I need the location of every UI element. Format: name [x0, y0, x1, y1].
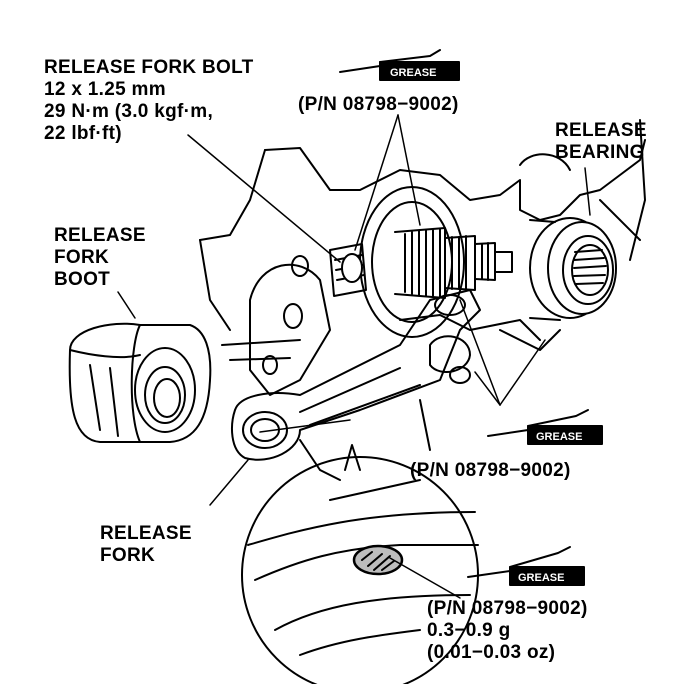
- fork-label-line: RELEASE: [100, 523, 192, 544]
- boot-label-line: RELEASE: [54, 225, 146, 246]
- bolt-label: RELEASE FORK BOLT 12 x 1.25 mm 29 N·m (3…: [44, 57, 254, 145]
- grease-tube-icon: GREASE: [487, 409, 603, 445]
- fork-label: RELEASE FORK: [100, 523, 192, 567]
- grease-bottom-quantity-ounces: (0.01−0.03 oz): [427, 642, 556, 663]
- bearing-label: RELEASE BEARING: [555, 120, 647, 164]
- release-fork-bolt: [329, 243, 367, 297]
- grease-mid-part-number: (P/N 08798−9002): [410, 460, 571, 481]
- bolt-label-line: 29 N·m (3.0 kgf·m,: [44, 101, 214, 122]
- grease-top-part-number: (P/N 08798−9002): [298, 94, 459, 115]
- release-bearing: [529, 217, 617, 321]
- release-fork-boot: [68, 322, 212, 443]
- grease-bottom-quantity-grams: 0.3−0.9 g: [427, 620, 511, 641]
- grease-tube-icon: GREASE: [467, 546, 585, 586]
- boot-label: RELEASE FORK BOOT: [54, 225, 146, 291]
- boot-label-line: FORK: [54, 247, 110, 268]
- grease-tube-icon: GREASE: [339, 49, 460, 81]
- release-fork-arm: [221, 289, 481, 461]
- bolt-label-line: 22 lbf·ft): [44, 123, 122, 144]
- grease-tube-label: GREASE: [536, 431, 582, 443]
- bearing-label-line: RELEASE: [555, 120, 647, 141]
- detail-inset: [241, 444, 479, 689]
- bolt-label-line: RELEASE FORK BOLT: [44, 57, 254, 78]
- grease-bottom-part-number: (P/N 08798−9002): [427, 598, 588, 619]
- bolt-label-line: 12 x 1.25 mm: [44, 79, 166, 100]
- leader-lines: [117, 114, 591, 599]
- transmission-housing: [199, 119, 646, 481]
- fork-label-line: FORK: [100, 545, 156, 566]
- grease-tube-label: GREASE: [518, 572, 564, 584]
- grease-bottom-spec: (P/N 08798−9002) 0.3−0.9 g (0.01−0.03 oz…: [427, 598, 588, 664]
- boot-label-line: BOOT: [54, 269, 111, 290]
- bearing-label-line: BEARING: [555, 142, 645, 163]
- grease-tube-label: GREASE: [390, 67, 436, 79]
